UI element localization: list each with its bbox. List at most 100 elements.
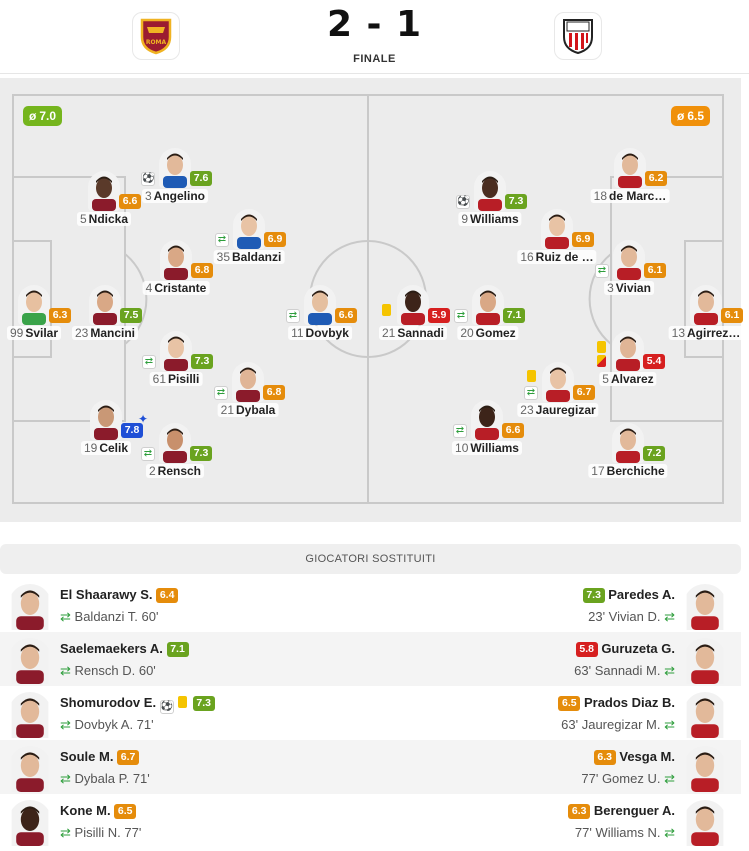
player-photo[interactable]	[612, 331, 644, 371]
player-number: 19	[83, 441, 98, 455]
sub-in-away[interactable]: 7.3 Paredes A.	[582, 587, 675, 603]
sub-photo-away[interactable]	[683, 746, 727, 792]
sub-out-home[interactable]: ⇄ Dovbyk A. 71'	[60, 717, 154, 732]
sub-in-home[interactable]: Kone M. 6.5	[60, 803, 137, 819]
player-photo-icon	[686, 800, 724, 846]
player-name: Dovbyk	[305, 326, 349, 340]
player-photo[interactable]	[160, 240, 192, 280]
player-photo[interactable]	[159, 423, 191, 463]
home-team-crest[interactable]: ROMA	[132, 12, 180, 60]
player-photo[interactable]	[471, 400, 503, 440]
sub-out-away[interactable]: 77' Williams N. ⇄	[574, 825, 675, 840]
player-photo[interactable]	[304, 285, 336, 325]
player-photo[interactable]	[18, 285, 50, 325]
player-photo[interactable]	[90, 400, 122, 440]
substitution-icon: ⇄	[453, 424, 467, 438]
sub-in-home[interactable]: El Shaarawy S. 6.4	[60, 587, 179, 603]
player-photo[interactable]	[88, 171, 120, 211]
sub-photo-away[interactable]	[683, 692, 727, 738]
player-rating: 6.1	[644, 263, 666, 278]
sub-out-home[interactable]: ⇄ Rensch D. 60'	[60, 663, 156, 678]
player-photo[interactable]	[160, 331, 192, 371]
substitution-icon: ⇄	[524, 386, 538, 400]
sub-photo-away[interactable]	[683, 800, 727, 846]
sub-in-away[interactable]: 6.5 Prados Diaz B.	[558, 695, 675, 711]
substitution-icon: ⇄	[664, 771, 675, 786]
player-photo-icon	[233, 209, 265, 249]
sub-out-home[interactable]: ⇄ Dybala P. 71'	[60, 771, 150, 786]
sub-photo-home[interactable]	[8, 692, 52, 738]
sub-photo-home[interactable]	[8, 584, 52, 630]
player-photo[interactable]	[541, 209, 573, 249]
player-photo[interactable]	[614, 148, 646, 188]
player-photo[interactable]	[613, 240, 645, 280]
player-number: 5	[79, 212, 87, 226]
sub-in-home[interactable]: Shomurodov E. ⚽7.3	[60, 695, 215, 714]
sub-photo-away[interactable]	[683, 638, 727, 684]
player-photo[interactable]	[474, 171, 506, 211]
sub-in-home[interactable]: Soule M. 6.7	[60, 749, 140, 765]
substitution-icon: ⇄	[60, 771, 71, 786]
sub-out-home[interactable]: ⇄ Baldanzi T. 60'	[60, 609, 159, 624]
sub-rating: 6.3	[593, 750, 616, 765]
player-photo[interactable]	[89, 285, 121, 325]
sub-out-home[interactable]: ⇄ Pisilli N. 77'	[60, 825, 142, 840]
player-photo[interactable]	[232, 362, 264, 402]
sub-out-away[interactable]: 63' Sannadi M. ⇄	[574, 663, 675, 678]
sub-photo-home[interactable]	[8, 800, 52, 846]
substitute-row: Saelemaekers A. 7.1 ⇄ Rensch D. 60' 5.8 …	[0, 632, 741, 686]
sub-out-away[interactable]: 63' Jauregizar M. ⇄	[561, 717, 675, 732]
player-photo-icon	[686, 638, 724, 684]
sub-in-away[interactable]: 6.3 Vesga M.	[593, 749, 675, 765]
player-rating: 6.6	[502, 423, 524, 438]
sub-in-away[interactable]: 5.8 Guruzeta G.	[575, 641, 675, 657]
player-name: Dybala	[236, 403, 276, 417]
sub-in-home[interactable]: Saelemaekers A. 7.1	[60, 641, 189, 657]
average-icon: ø	[677, 109, 685, 123]
player-rating: 6.8	[191, 263, 213, 278]
sub-photo-home[interactable]	[8, 746, 52, 792]
player-photo[interactable]	[233, 209, 265, 249]
away-team-crest[interactable]	[554, 12, 602, 60]
player-photo-icon	[612, 331, 644, 371]
player-number: 21	[381, 326, 396, 340]
player-name: Gomez	[475, 326, 516, 340]
player-photo[interactable]	[397, 285, 429, 325]
player-rating: 6.6	[335, 308, 357, 323]
player-name: Celik	[99, 441, 129, 455]
sub-photo-away[interactable]	[683, 584, 727, 630]
player-photo[interactable]	[472, 285, 504, 325]
player-photo[interactable]	[690, 285, 722, 325]
sub-out-away[interactable]: 23' Vivian D. ⇄	[588, 609, 675, 624]
player-photo-icon	[304, 285, 336, 325]
sub-in-away[interactable]: 6.3 Berenguer A.	[568, 803, 675, 819]
sub-out-away[interactable]: 77' Gomez U. ⇄	[581, 771, 675, 786]
player-photo[interactable]	[612, 423, 644, 463]
yellow-card-icon	[382, 304, 391, 316]
player-photo[interactable]	[542, 362, 574, 402]
sub-photo-home[interactable]	[8, 638, 52, 684]
player-photo[interactable]	[159, 148, 191, 188]
